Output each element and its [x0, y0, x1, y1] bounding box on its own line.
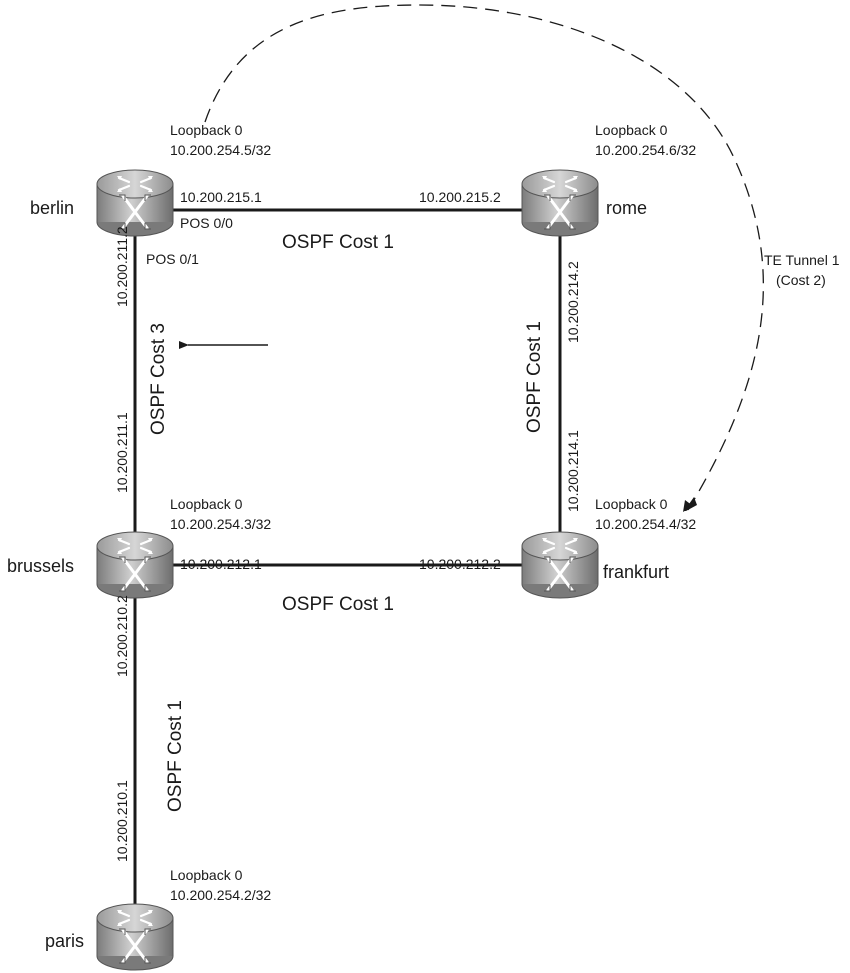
loopback-label-berlin: Loopback 0: [170, 122, 243, 138]
ip-rome-frankfurt-b: 10.200.214.1: [565, 430, 581, 512]
loopback-label-frankfurt: Loopback 0: [595, 496, 668, 512]
cost-brussels-paris: OSPF Cost 1: [165, 700, 186, 812]
cost-rome-frankfurt: OSPF Cost 1: [524, 321, 545, 433]
ip-rome-frankfurt-a: 10.200.214.2: [565, 261, 581, 343]
router-paris-icon: [95, 902, 175, 972]
router-name-rome: rome: [606, 198, 647, 218]
loopback-ip-berlin: 10.200.254.5/32: [170, 142, 271, 158]
loopback-ip-paris: 10.200.254.2/32: [170, 887, 271, 903]
loopback-ip-frankfurt: 10.200.254.4/32: [595, 516, 696, 532]
ip-brussels-frankfurt-b: 10.200.212.2: [419, 556, 501, 572]
tunnel-cost: (Cost 2): [776, 272, 826, 288]
tunnel-label: TE Tunnel 1: [764, 252, 840, 268]
loopback-ip-brussels: 10.200.254.3/32: [170, 516, 271, 532]
router-berlin-icon: [95, 168, 175, 238]
ip-berlin-brussels-b: 10.200.211.1: [114, 412, 130, 493]
cost-berlin-brussels: OSPF Cost 3: [148, 323, 169, 435]
router-brussels-icon: [95, 530, 175, 600]
loopback-label-brussels: Loopback 0: [170, 496, 243, 512]
router-name-brussels: brussels: [7, 556, 74, 576]
loopback-label-rome: Loopback 0: [595, 122, 668, 138]
router-frankfurt-icon: [520, 530, 600, 600]
te-tunnel-arc: [204, 4, 765, 511]
ip-brussels-frankfurt-a: 10.200.212.1: [180, 556, 262, 572]
cost-berlin-rome: OSPF Cost 1: [282, 232, 394, 253]
cost-brussels-frankfurt: OSPF Cost 1: [282, 594, 394, 615]
ip-brussels-paris-a: 10.200.210.2: [114, 595, 130, 677]
router-name-frankfurt: frankfurt: [603, 562, 669, 582]
ip-berlin-brussels-a: 10.200.211.2: [114, 226, 130, 307]
ip-berlin-rome-a: 10.200.215.1: [180, 189, 262, 205]
loopback-ip-rome: 10.200.254.6/32: [595, 142, 696, 158]
intf-berlin-pos00: POS 0/0: [180, 215, 233, 231]
ip-brussels-paris-b: 10.200.210.1: [114, 780, 130, 862]
loopback-label-paris: Loopback 0: [170, 867, 243, 883]
router-rome-icon: [520, 168, 600, 238]
router-name-berlin: berlin: [30, 198, 74, 218]
intf-berlin-pos01: POS 0/1: [146, 251, 199, 267]
ip-berlin-rome-b: 10.200.215.2: [419, 189, 501, 205]
router-name-paris: paris: [45, 931, 84, 951]
